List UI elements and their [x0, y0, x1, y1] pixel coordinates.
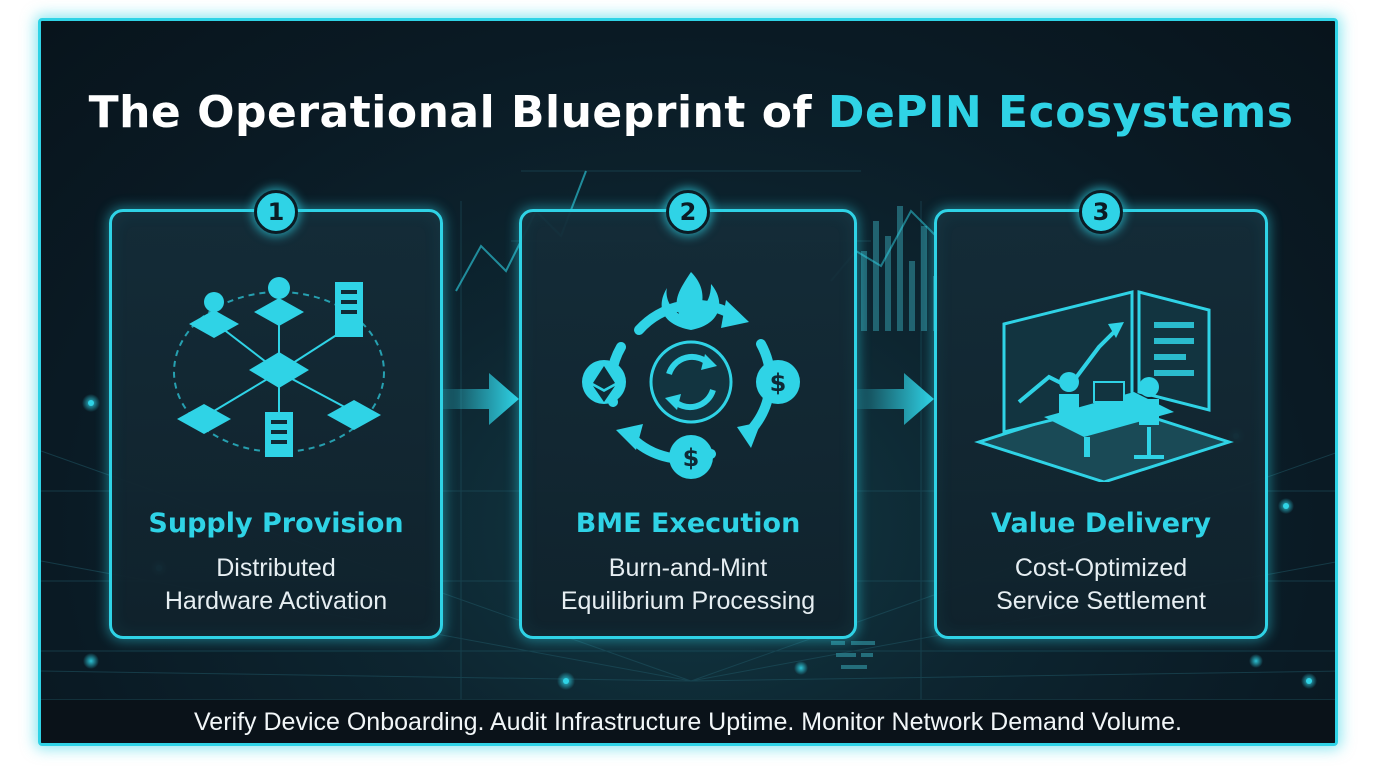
step-description: Burn-and-Mint Equilibrium Processing: [522, 552, 854, 618]
step-description-line: Service Settlement: [996, 587, 1206, 615]
step-description-line: Burn-and-Mint: [608, 554, 768, 582]
distributed-hardware-network-icon: [173, 277, 385, 457]
step-number-badge: 1: [254, 190, 298, 234]
step-card-bme-execution: 2 $: [519, 190, 857, 639]
step-card-value-delivery: 3 Value Delivery Cost-Optimized Service …: [934, 190, 1268, 639]
step-description-line: Cost-Optimized: [1014, 554, 1188, 582]
infographic-frame: The Operational Blueprint of DePIN Ecosy…: [38, 18, 1338, 746]
service-settlement-dashboard-icon: [974, 290, 1234, 482]
step-description: Distributed Hardware Activation: [112, 552, 440, 618]
burn-and-mint-cycle-icon: $ $: [582, 272, 800, 479]
step-description-line: Equilibrium Processing: [560, 587, 816, 615]
step-description-line: Distributed: [216, 554, 336, 582]
step-title: Supply Provision: [148, 508, 404, 539]
flow-arrow-icon: [441, 373, 519, 425]
step-description: Cost-Optimized Service Settlement: [937, 552, 1265, 618]
footer-banner: Verify Device Onboarding. Audit Infrastr…: [41, 699, 1335, 743]
page-title: The Operational Blueprint of DePIN Ecosy…: [41, 87, 1335, 138]
title-highlight: DePIN Ecosystems: [827, 87, 1294, 138]
step-title: Value Delivery: [991, 508, 1211, 539]
step-description-line: Hardware Activation: [164, 587, 388, 615]
svg-text:$: $: [683, 444, 700, 472]
svg-text:$: $: [770, 369, 787, 397]
step-card-supply-provision: 1 Su: [109, 190, 443, 639]
flow-arrow-icon: [856, 373, 934, 425]
step-title: BME Execution: [575, 508, 801, 539]
step-number-badge: 2: [666, 190, 710, 234]
step-number-badge: 3: [1079, 190, 1123, 234]
title-text: The Operational Blueprint of: [88, 87, 828, 138]
